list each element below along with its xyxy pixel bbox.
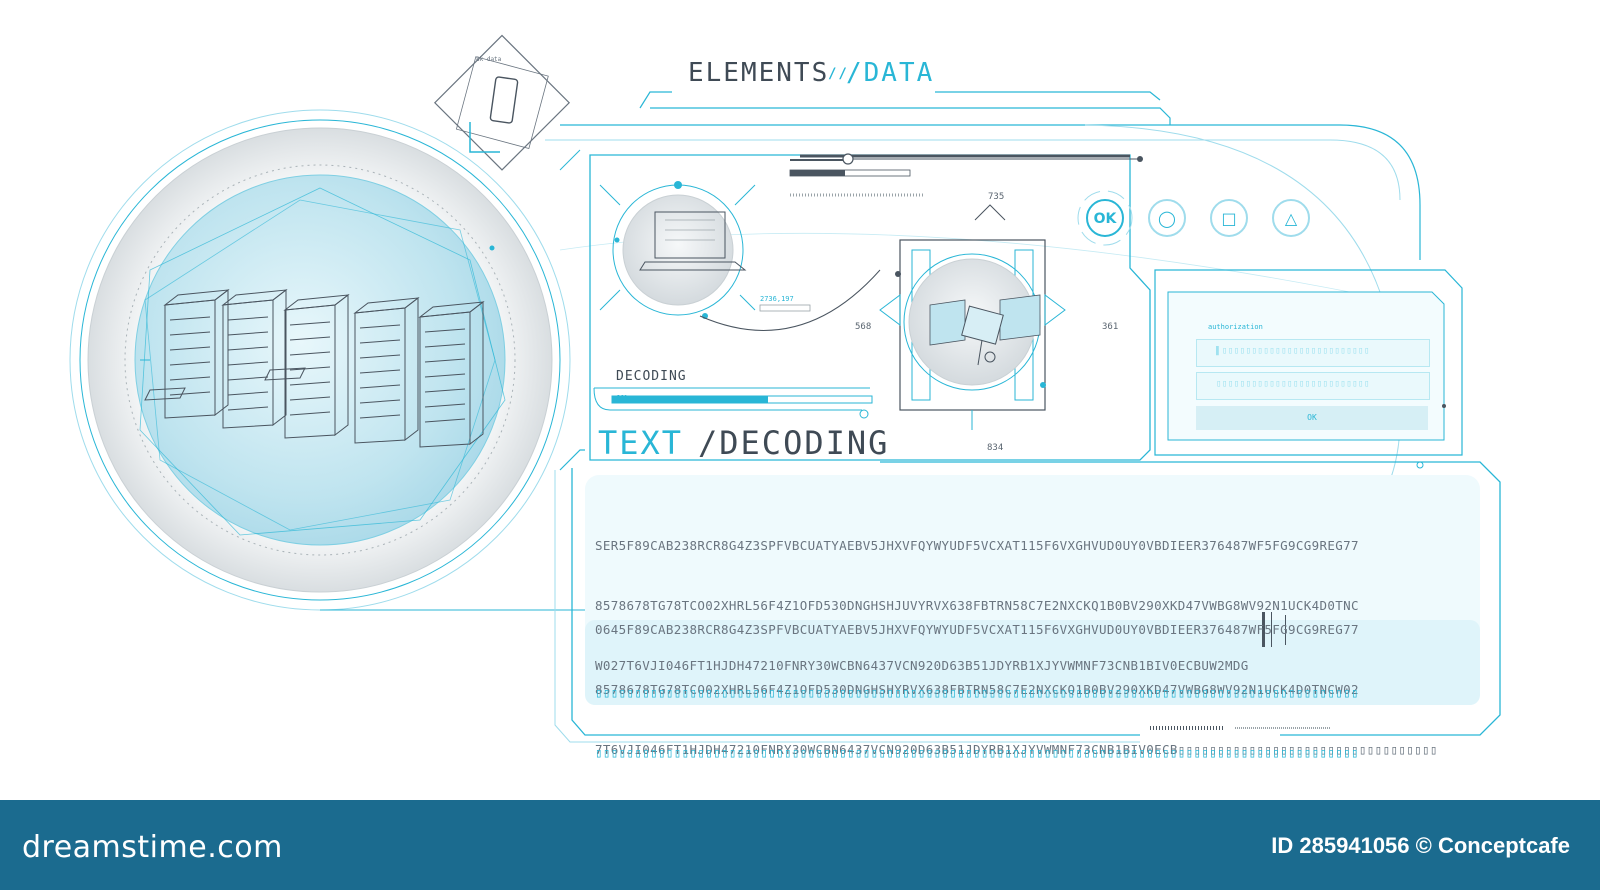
elements-title: ELEMENTS bbox=[688, 58, 830, 88]
square-control-button[interactable]: □ bbox=[1210, 199, 1248, 237]
laptop-coords: 2736,197 bbox=[760, 295, 794, 303]
triangle-control-button[interactable]: △ bbox=[1272, 199, 1310, 237]
auth-field-2-value: ▯▯▯▯▯▯▯▯▯▯▯▯▯▯▯▯▯▯▯▯▯▯▯▯▯▯ bbox=[1216, 379, 1370, 389]
code-line: SER5F89CAB238RCR8G4Z3SPFVBCUATYAEBV5JHXV… bbox=[595, 538, 1359, 553]
image-id: ID 285941056 © Conceptcafe bbox=[1271, 833, 1570, 858]
binary-row: ▯▯▯▯▯▯▯▯▯▯▯▯▯▯▯▯▯▯▯▯▯▯▯▯▯▯▯▯▯▯▯▯▯▯▯▯▯▯▯▯… bbox=[595, 685, 1359, 700]
code-line: 8578678TG78TCO02XHRL56F4Z1OFD530DNGHSHJU… bbox=[595, 598, 1359, 613]
title-slash-marks: // bbox=[828, 66, 849, 82]
ok-control-button[interactable]: OK bbox=[1086, 199, 1124, 237]
code-line: W027T6VJI046FT1HJDH47210FNRY30WCBN6437VC… bbox=[595, 658, 1249, 673]
phone-icon bbox=[433, 34, 571, 171]
code-block-1: SER5F89CAB238RCR8G4Z3SPFVBCUATYAEBV5JHXV… bbox=[595, 496, 1475, 696]
footer-bar bbox=[0, 800, 1600, 890]
auth-field-1[interactable] bbox=[1196, 339, 1430, 367]
satellite-right-value: 361 bbox=[1102, 322, 1119, 332]
auth-field-2[interactable] bbox=[1196, 372, 1430, 400]
code-line: 7T6VJI046FT1HJDH47210FNRY30WCBN6437VCN92… bbox=[595, 742, 1438, 757]
data-title: /DATA bbox=[846, 58, 935, 88]
auth-ok-button[interactable]: OK bbox=[1196, 406, 1428, 430]
decoding-title: /DECODING bbox=[698, 424, 890, 462]
code-block-2: 0645F89CAB238RCR8G4Z3SPFVBCUATYAEBV5JHXV… bbox=[595, 580, 1475, 780]
satellite-top-value: 735 bbox=[988, 192, 1005, 202]
decoding-label: DECODING bbox=[616, 369, 687, 384]
brand-logo: dreamstime.com bbox=[22, 830, 283, 865]
text-title: TEXT bbox=[598, 424, 684, 462]
code-line: 8578678TG78TCO02XHRL56F4Z1OFD530DNGHSHYR… bbox=[595, 682, 1359, 697]
code-line: 0645F89CAB238RCR8G4Z3SPFVBCUATYAEBV5JHXV… bbox=[595, 622, 1359, 637]
satellite-left-value: 568 bbox=[855, 322, 872, 332]
auth-label: authorization bbox=[1208, 323, 1263, 331]
laptop-icon bbox=[599, 181, 756, 319]
satellite-bottom-value: 834 bbox=[987, 443, 1004, 453]
phone-caption: 8k data bbox=[476, 56, 502, 63]
decoding-progress-text: 60% bbox=[616, 394, 629, 402]
hud-frame bbox=[69, 34, 1501, 743]
binary-row: ▯▯▯▯▯▯▯▯▯▯▯▯▯▯▯▯▯▯▯▯▯▯▯▯▯▯▯▯▯▯▯▯▯▯▯▯▯▯▯▯… bbox=[595, 745, 1359, 760]
server-racks-icon bbox=[144, 288, 485, 448]
auth-field-1-value: ▌▯▯▯▯▯▯▯▯▯▯▯▯▯▯▯▯▯▯▯▯▯▯▯▯▯ bbox=[1216, 346, 1370, 356]
satellite-icon bbox=[879, 204, 1066, 430]
circle-control-button[interactable]: ◯ bbox=[1148, 199, 1186, 237]
